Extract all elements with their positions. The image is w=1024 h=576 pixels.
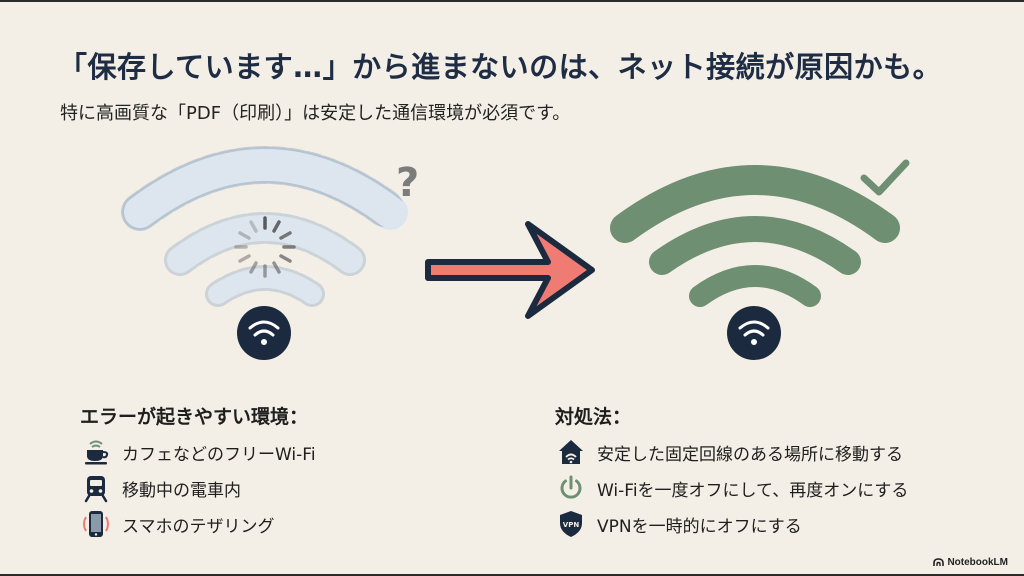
train-icon: [80, 473, 112, 503]
list-item: VPN VPNを一時的にオフにする: [555, 506, 908, 542]
brand-label: NotebookLM: [947, 557, 1008, 568]
home-wifi-icon: [555, 437, 587, 467]
vpn-shield-icon: VPN: [555, 509, 587, 539]
right-arrow-icon: [425, 221, 595, 319]
solution-heading: 対処法：: [555, 406, 632, 428]
cafe-wifi-icon: [80, 437, 112, 467]
list-item: カフェなどのフリーWi-Fi: [80, 434, 316, 470]
error-environment-heading: エラーが起きやすい環境：: [80, 406, 309, 428]
unstable-wifi-graphic: ?: [121, 146, 419, 360]
checkmark-icon: [860, 159, 910, 196]
list-item: 安定した固定回線のある場所に移動する: [555, 434, 908, 470]
stable-wifi-graphic: [610, 159, 910, 360]
list-item-label: カフェなどのフリーWi-Fi: [122, 444, 316, 465]
list-item-label: スマホのテザリング: [122, 516, 275, 537]
list-item-label: VPNを一時的にオフにする: [597, 516, 802, 537]
list-item: Wi-Fiを一度オフにして、再度オンにする: [555, 470, 908, 506]
wifi-badge-icon: [237, 306, 291, 360]
list-item: 移動中の電車内: [80, 470, 316, 506]
power-icon: [555, 473, 587, 503]
smartphone-tethering-icon: [80, 509, 112, 539]
list-item: スマホのテザリング: [80, 506, 316, 542]
question-mark-icon: ?: [396, 160, 419, 206]
vpn-badge-text: VPN: [563, 521, 580, 529]
page-title: 「保存しています…」から進まないのは、ネット接続が原因かも。: [58, 50, 943, 84]
notebooklm-logo-icon: [933, 558, 945, 566]
list-item-label: Wi-Fiを一度オフにして、再度オンにする: [597, 480, 909, 501]
brand-watermark: NotebookLM: [933, 557, 1008, 568]
loading-spinner-icon: [234, 216, 296, 278]
page-subtitle: 特に高画質な「PDF（印刷）」は安定した通信環境が必須です。: [60, 103, 571, 124]
solution-list: 安定した固定回線のある場所に移動する Wi-Fiを一度オフにして、再度オンにする…: [555, 434, 908, 542]
error-environment-list: カフェなどのフリーWi-Fi 移動中の電車内 スマホのテザリング: [80, 434, 316, 542]
wifi-badge-icon: [727, 306, 781, 360]
list-item-label: 安定した固定回線のある場所に移動する: [597, 444, 903, 465]
list-item-label: 移動中の電車内: [122, 480, 241, 501]
